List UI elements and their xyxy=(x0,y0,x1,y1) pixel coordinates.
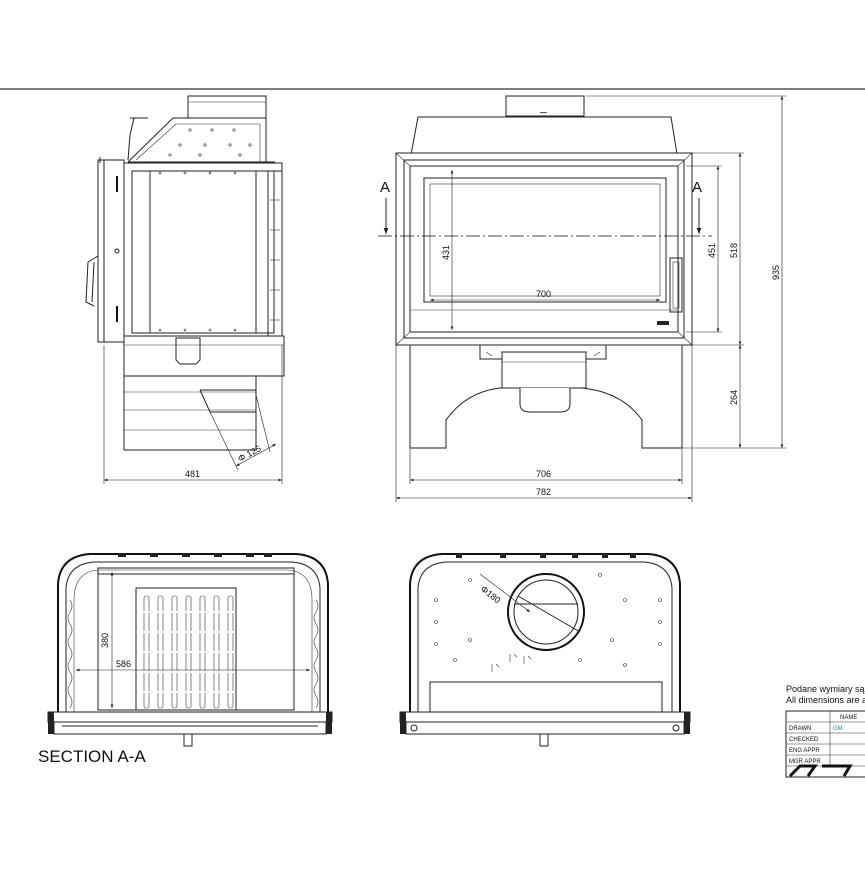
section-title: SECTION A-A xyxy=(38,747,146,766)
title-block-header: NAME xyxy=(840,715,857,721)
section-height-dimension: 380 xyxy=(100,633,110,648)
section-mark-right: A xyxy=(692,179,702,196)
title-block-row-drawn-label: DRAWN xyxy=(789,726,811,732)
side-view: Φ 125 481 xyxy=(85,95,285,484)
title-block-row-eng-label: ENG APPR xyxy=(789,748,820,754)
glass-height-dimension: 431 xyxy=(441,245,451,260)
logo-mark xyxy=(788,764,853,778)
glass-width-dimension: 700 xyxy=(536,289,551,299)
top-flue-diameter: Φ180 xyxy=(479,584,503,606)
frame-height-dimension: 518 xyxy=(729,243,739,258)
svg-text:ㄧ: ㄧ xyxy=(539,108,548,118)
frame-width-dimension: 782 xyxy=(536,487,551,497)
section-width-dimension: 586 xyxy=(116,659,131,669)
front-view: ㄧ A A 700 431 451 xyxy=(378,95,786,502)
body-width-dimension: 706 xyxy=(536,469,551,479)
title-block-row-checked-label: CHECKED xyxy=(789,737,819,743)
note-line-en: All dimensions are a xyxy=(786,695,865,705)
title-block-row-mgr-label: MGR APPR xyxy=(789,759,821,765)
notes: Podane wymiary są All dimensions are a xyxy=(786,684,865,705)
side-width-dimension: 481 xyxy=(185,469,200,479)
section-mark-left: A xyxy=(380,179,390,196)
title-block: NAME DRAWN GM CHECKED ENG APPR MGR APPR xyxy=(785,710,865,778)
leg-height-dimension: 264 xyxy=(729,390,739,405)
note-line-pl: Podane wymiary są xyxy=(786,684,865,694)
top-view: Φ180 xyxy=(399,553,691,747)
total-height-dimension: 935 xyxy=(771,265,781,280)
section-view: 380 586 SECTION A-A xyxy=(38,553,333,766)
opening-height-dimension: 451 xyxy=(707,243,717,258)
sheet-bottom-band xyxy=(0,776,865,865)
title-block-row-drawn-value: GM xyxy=(833,726,843,732)
